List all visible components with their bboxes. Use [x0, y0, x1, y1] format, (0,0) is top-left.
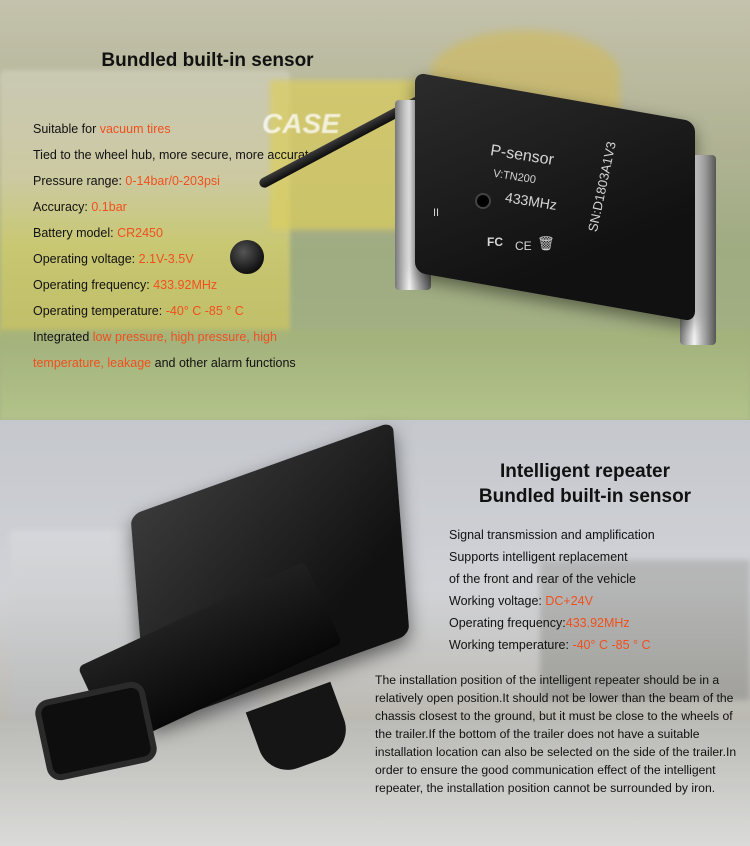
ce-mark-icon: CE	[515, 239, 532, 253]
feature-signal-transmission: Signal transmission and amplification	[449, 528, 655, 542]
sensor-label-roman: II	[433, 207, 440, 219]
repeater-title-line2: Bundled built-in sensor	[478, 486, 692, 507]
background-truck	[0, 70, 290, 340]
repeater-title-line1: Intelligent repeater	[500, 461, 670, 482]
spec-integrated-line1: Integrated low pressure, high pressure, …	[33, 330, 277, 344]
background-truck-right	[540, 560, 750, 700]
spec-accuracy: Accuracy: 0.1bar	[33, 200, 127, 214]
sensor-screw-hole	[475, 193, 491, 209]
spec-operating-frequency: Operating frequency: 433.92MHz	[33, 278, 218, 292]
background-ground	[0, 330, 750, 420]
weee-bin-icon: 🗑	[537, 235, 555, 251]
spec-working-temperature: Working temperature: -40° C -85 ° C	[449, 638, 651, 652]
repeater-connector	[32, 679, 160, 783]
fc-mark-icon: FC	[487, 235, 503, 249]
spec-operating-temperature: Operating temperature: -40° C -85 ° C	[33, 304, 244, 318]
spec-working-voltage: Working voltage: DC+24V	[449, 594, 593, 608]
antenna-tip	[230, 240, 264, 274]
installation-note: The installation position of the intelli…	[375, 673, 737, 795]
pressure-sensor-image: P-sensor V:TN200 433MHz II FC CE 🗑 SN:D1…	[225, 72, 745, 345]
background-sign: CASE	[262, 108, 340, 139]
feature-front-rear: of the front and rear of the vehicle	[449, 572, 636, 586]
feature-intelligent-replacement: Supports intelligent replacement	[449, 550, 628, 564]
spec-integrated-line2: temperature, leakage and other alarm fun…	[33, 356, 296, 370]
spec-pressure-range: Pressure range: 0-14bar/0-203psi	[33, 174, 220, 188]
sensor-title: Bundled built-in sensor	[101, 50, 314, 71]
spec-battery-model: Battery model: CR2450	[33, 226, 163, 240]
spec-vacuum-tires: Suitable for vacuum tires	[33, 122, 171, 136]
sensor-section: CASE	[0, 0, 750, 420]
spec-wheel-hub: Tied to the wheel hub, more secure, more…	[33, 148, 316, 162]
spec-operating-voltage: Operating voltage: 2.1V-3.5V	[33, 252, 194, 266]
repeater-mounting-flange	[245, 681, 355, 779]
spec-repeater-frequency: Operating frequency:433.92MHz	[449, 616, 630, 630]
